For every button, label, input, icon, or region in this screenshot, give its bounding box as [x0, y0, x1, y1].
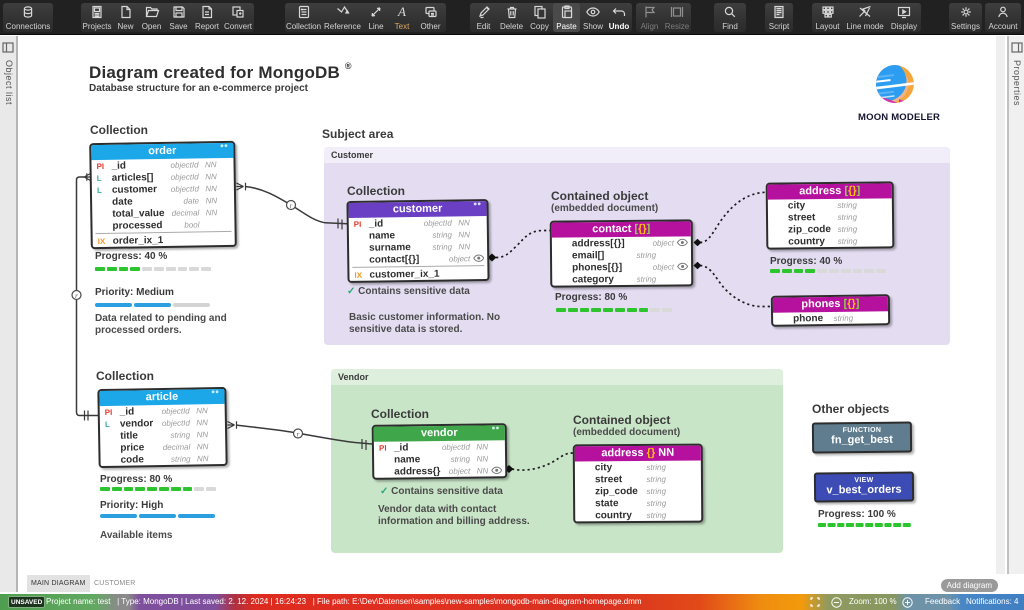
svg-text:A: A: [397, 4, 406, 19]
svg-text:r: r: [290, 202, 293, 210]
svg-text:r: r: [297, 431, 300, 439]
svg-text:r: r: [75, 292, 78, 300]
